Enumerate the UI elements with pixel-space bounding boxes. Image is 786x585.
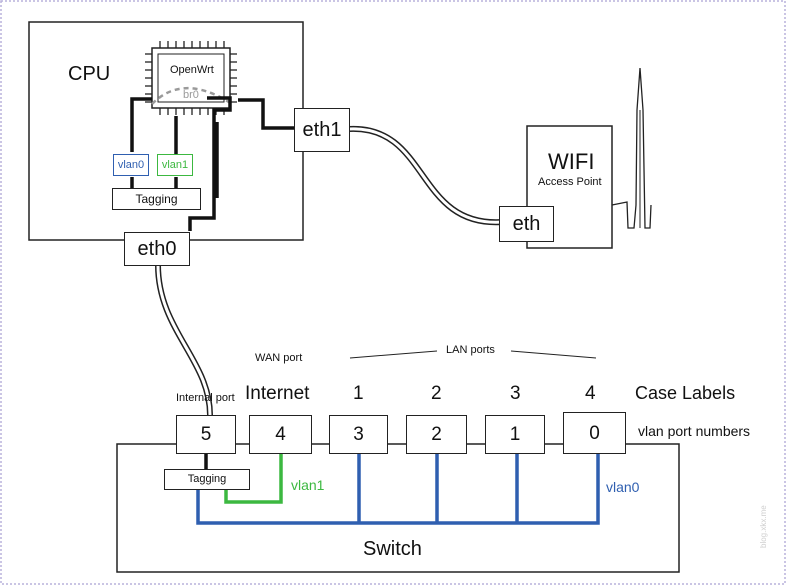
switch-port-2: 2 [406, 415, 467, 454]
watermark: blog.xkx.me [759, 505, 768, 548]
case-label-1: 1 [353, 383, 364, 404]
vlan0-line [196, 454, 600, 525]
eth0-switch-cable [155, 264, 213, 416]
vlan1-interface: vlan1 [157, 154, 193, 176]
switch-port-0: 0 [563, 412, 626, 454]
wifi-subtitle: Access Point [538, 176, 602, 188]
lan-ports-label: LAN ports [446, 344, 495, 356]
antenna-icon [611, 67, 652, 229]
switch-box [116, 443, 680, 573]
chip-icon [145, 41, 237, 115]
switch-label: Switch [363, 538, 422, 560]
case-label-3: 3 [510, 383, 521, 404]
switch-port-4: 4 [249, 415, 312, 454]
case-labels-title: Case Labels [635, 383, 736, 403]
switch-port-5: 5 [176, 415, 236, 454]
lan-ports-bracket [349, 350, 597, 359]
bridge-label: br0 [183, 89, 199, 101]
internet-label: Internet [245, 383, 310, 404]
cpu-label: CPU [68, 63, 111, 85]
switch-vlan0-label: vlan0 [606, 479, 640, 495]
eth0-port: eth0 [124, 232, 190, 266]
internal-port-label: Internal port [176, 392, 235, 404]
cpu-tagging-box: Tagging [112, 188, 201, 210]
switch-port-3: 3 [329, 415, 388, 454]
vlan-port-numbers-title: vlan port numbers [638, 423, 751, 439]
vlan0-interface: vlan0 [113, 154, 149, 176]
vlan1-line [224, 454, 283, 504]
eth1-wifi-cable [348, 125, 504, 226]
case-label-2: 2 [431, 383, 442, 404]
switch-port-1: 1 [485, 415, 545, 454]
switch-vlan1-label: vlan1 [291, 477, 325, 493]
eth1-port: eth1 [294, 108, 350, 152]
cpu-internal-links [130, 96, 294, 231]
switch-tagging-box: Tagging [164, 469, 250, 490]
wifi-title: WIFI [548, 149, 595, 174]
chip-label: OpenWrt [170, 64, 214, 76]
case-label-4: 4 [585, 383, 596, 404]
wan-port-label: WAN port [255, 352, 303, 364]
wifi-eth-port: eth [499, 206, 554, 242]
